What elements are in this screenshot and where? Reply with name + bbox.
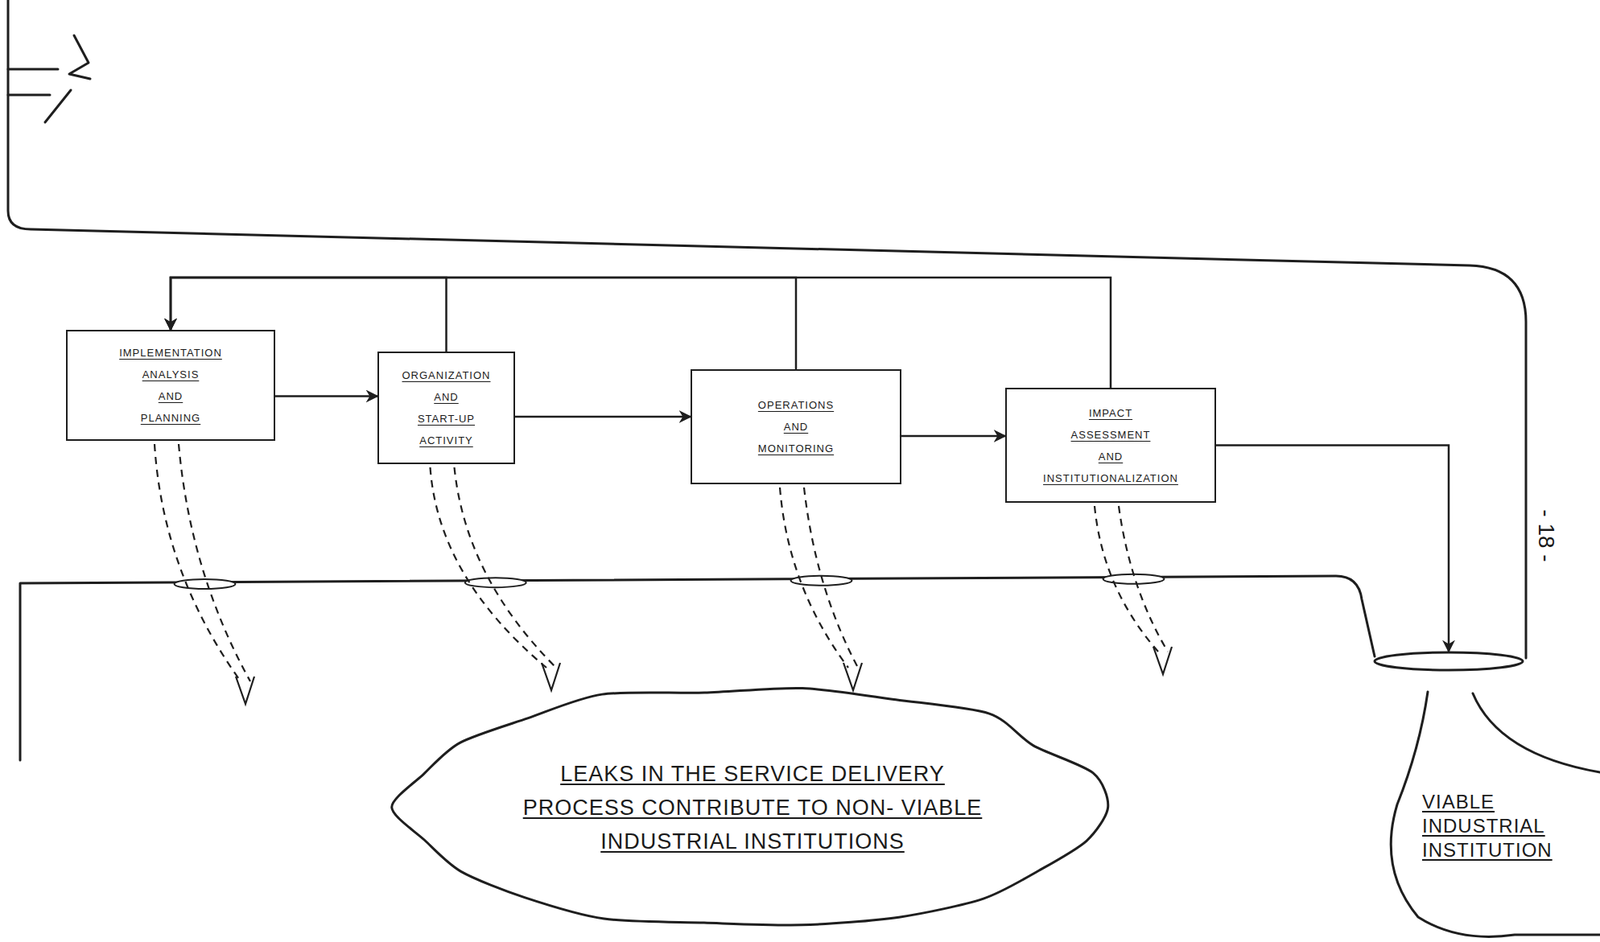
leak-arrowhead — [541, 663, 561, 691]
process-box: ORGANIZATION AND START-UP ACTIVITY — [377, 351, 516, 465]
cloud-text: LEAKS IN THE SERVICE DELIVERY PROCESS CO… — [519, 757, 986, 859]
drop-text: VIABLE INDUSTRIAL INSTITUTION — [1422, 790, 1592, 863]
drop-left-wall — [1390, 692, 1600, 937]
wall-hole — [174, 579, 236, 590]
pipe-outlet — [1374, 652, 1523, 671]
leak-stream — [154, 444, 241, 682]
leak-stream — [804, 487, 858, 669]
process-box: IMPLEMENTATION ANALYSIS AND PLANNING — [65, 329, 276, 442]
flow-connector — [515, 416, 691, 419]
leak-arrowhead — [1153, 647, 1172, 675]
box-label: IMPACT ASSESSMENT AND INSTITUTIONALIZATI… — [1016, 402, 1205, 490]
process-box: IMPACT ASSESSMENT AND INSTITUTIONALIZATI… — [1005, 387, 1217, 504]
flow-connector — [275, 395, 378, 398]
leak-stream — [178, 444, 251, 682]
leak-stream — [430, 467, 548, 669]
drop-strokes — [1374, 652, 1600, 937]
leak-cloud: LEAKS IN THE SERVICE DELIVERY PROCESS CO… — [397, 681, 1108, 934]
outcome-drop: VIABLE INDUSTRIAL INSTITUTION — [1377, 651, 1600, 942]
leak-stream — [454, 467, 557, 669]
leak-arrowhead — [843, 663, 862, 691]
process-box: OPERATIONS AND MONITORING — [690, 369, 902, 485]
cloud-shape — [391, 688, 1109, 926]
box-label: ORGANIZATION AND START-UP ACTIVITY — [388, 364, 504, 452]
box-label: IMPLEMENTATION ANALYSIS AND PLANNING — [77, 342, 264, 429]
broken-pipe-symbol — [8, 35, 91, 123]
leak-stream — [779, 487, 849, 669]
leak-stream — [1094, 506, 1159, 652]
leak-arrowhead — [235, 676, 255, 705]
flow-connector — [901, 435, 1006, 438]
flow-connector — [1216, 445, 1449, 653]
page-number: - 18 - — [1533, 509, 1559, 562]
leak-stream — [1118, 506, 1168, 652]
box-label: OPERATIONS AND MONITORING — [701, 394, 891, 460]
drop-right-wall — [1472, 693, 1600, 773]
flow-connector — [170, 277, 1111, 388]
pipe-outer-wall — [8, 0, 1526, 659]
wall-hole — [465, 577, 527, 588]
